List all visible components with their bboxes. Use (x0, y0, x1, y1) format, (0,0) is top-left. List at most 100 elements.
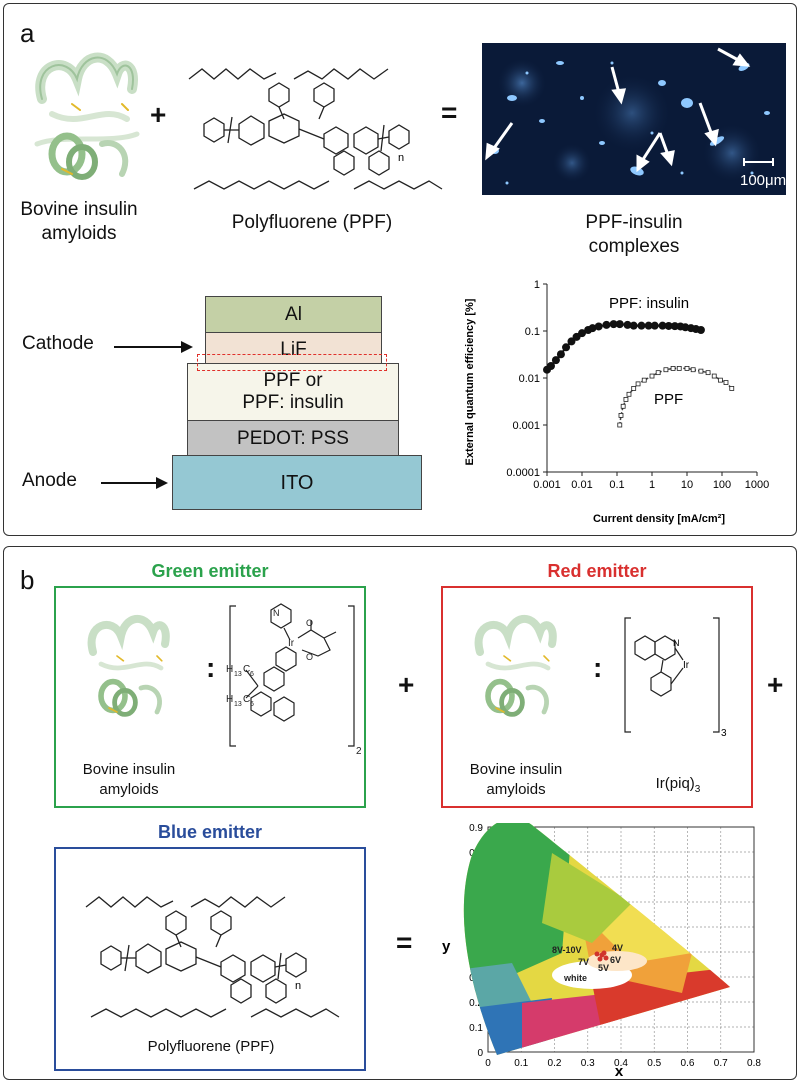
svg-text:N: N (673, 638, 680, 648)
data-point-ppf (617, 422, 623, 428)
eqe-x-tick-label: 1 (649, 479, 655, 491)
panel-b: b Green emitter : (3, 546, 797, 1080)
data-point-ppf-insulin (546, 362, 555, 371)
red-emitter-title: Red emitter (547, 561, 647, 581)
interface-highlight (197, 354, 387, 371)
eqe-x-tick-label: 0.001 (533, 479, 561, 491)
data-point-ppf (620, 403, 626, 409)
cie-label-6v: 6V (610, 955, 621, 965)
ppf-layer: PPF or PPF: insulin (187, 363, 399, 421)
cie-operating-points (594, 950, 609, 962)
data-point-ppf (631, 386, 637, 391)
data-point-ppf-insulin (588, 324, 597, 333)
cie-x-tick-label: 0.6 (681, 1058, 695, 1069)
data-point-ppf (698, 368, 704, 374)
colon-red: : (593, 652, 603, 683)
data-point-ppf-insulin (644, 321, 653, 330)
svg-text:N: N (273, 608, 280, 618)
cie-y-tick-label: 0.2 (469, 998, 483, 1009)
ppf-caption: Polyfluorene (PPF) (231, 212, 393, 233)
data-point-ppf (705, 370, 711, 376)
data-point-ppf-insulin (567, 337, 576, 346)
complex-caption-line1: PPF-insulin (585, 212, 683, 233)
cie-label-5v: 5V (598, 963, 609, 973)
green-insulin-caption-line1: Bovine insulin (82, 761, 176, 778)
eqe-y-tick-label: 0.1 (525, 326, 540, 338)
cathode-arrowhead (181, 341, 193, 353)
cie-chromaticity-diagram: 00.10.20.30.40.50.60.70.80.90.80.70.60.5… (442, 823, 761, 1079)
al-layer: Al (205, 296, 382, 333)
svg-text:6: 6 (250, 701, 254, 708)
cie-x-tick-label: 0.5 (647, 1058, 661, 1069)
anode-arrowhead (156, 477, 168, 489)
data-point-ppf-insulin (594, 322, 603, 331)
anode-arrow (101, 482, 159, 484)
data-point-ppf (676, 366, 682, 371)
cie-y-tick-label: 0 (477, 1048, 483, 1059)
eqe-x-axis-label: Current density [mA/cm²] (593, 513, 725, 525)
complex-caption: PPF-insulin complexes (524, 211, 744, 259)
irpiq-caption: Ir(piq)3 (623, 774, 733, 800)
data-point-ppf (723, 380, 729, 385)
ir-atom-green: Ir (288, 638, 295, 649)
red-emitter-box: : Ir N 3 Bovine insulin amyloids Ir(piq)… (441, 586, 753, 808)
data-point-ppf-insulin (556, 350, 565, 359)
series-label-ppf-insulin: PPF: insulin (609, 295, 689, 312)
data-point-ppf (655, 370, 661, 376)
fluorescence-micrograph: 100μm (482, 43, 786, 195)
cie-y-tick-label: 0.1 (469, 1023, 483, 1034)
eqe-x-tick-label: 10 (681, 479, 693, 491)
data-point-ppf-insulin (615, 320, 624, 329)
blue-emitter-box: n Polyfluorene (PPF) (54, 847, 366, 1071)
scale-bar-label: 100μm (740, 172, 786, 189)
panel-a-label: a (20, 18, 35, 48)
green-h-label-1: H (226, 664, 233, 675)
eqe-y-axis-label: External quantum efficiency [%] (464, 298, 476, 465)
data-point-ppf-insulin (562, 343, 571, 352)
insulin-caption-line2: amyloids (41, 223, 117, 244)
plus-sign: + (150, 99, 167, 130)
cathode-arrow (114, 346, 184, 348)
data-point-ppf (717, 377, 723, 383)
data-point-ppf-insulin (578, 329, 586, 338)
svg-text:C: C (243, 694, 250, 705)
data-point-ppf-insulin (650, 321, 659, 330)
cie-y-tick-label: 0.9 (469, 823, 483, 834)
data-point-ppf (729, 386, 735, 391)
data-point-ppf-insulin (602, 320, 611, 329)
insulin-amyloid-structure (34, 52, 140, 180)
irpiq-label: Ir(piq) (655, 775, 695, 792)
data-point-ppf (626, 391, 632, 397)
irpiq-subscript: 3 (694, 784, 701, 795)
data-point-ppf (641, 377, 647, 383)
svg-text:H: H (226, 694, 233, 705)
data-point-ppf (663, 367, 669, 373)
equals-sign-b: = (396, 927, 413, 958)
cie-label-7v: 7V (578, 957, 589, 967)
data-point-ppf-insulin (658, 321, 667, 330)
cie-x-tick-label: 0 (485, 1058, 491, 1069)
data-point-ppf (618, 413, 624, 418)
green-insulin-caption: Bovine insulin amyloids (64, 760, 194, 800)
svg-text:O: O (306, 652, 313, 662)
data-point-ppf-insulin (664, 321, 673, 330)
plus-after-green: + (398, 669, 415, 700)
data-point-ppf (649, 373, 655, 379)
ppf-n-subscript: n (398, 152, 404, 164)
green-subscript-2: 2 (356, 746, 361, 757)
eqe-y-tick-label: 1 (534, 279, 540, 291)
eqe-x-tick-label: 0.01 (571, 479, 592, 491)
data-point-ppf-insulin (696, 326, 705, 335)
ppf-layer-line2: PPF: insulin (242, 392, 344, 413)
insulin-structure-red (474, 615, 557, 717)
cie-y-axis-label: y (442, 938, 451, 955)
data-point-ppf (623, 397, 629, 402)
eqe-y-tick-label: 0.0001 (506, 467, 540, 479)
anode-label: Anode (22, 470, 77, 491)
pedot-layer: PEDOT: PSS (187, 420, 399, 457)
svg-text:13: 13 (234, 671, 242, 678)
eqe-x-tick-label: 100 (713, 479, 731, 491)
